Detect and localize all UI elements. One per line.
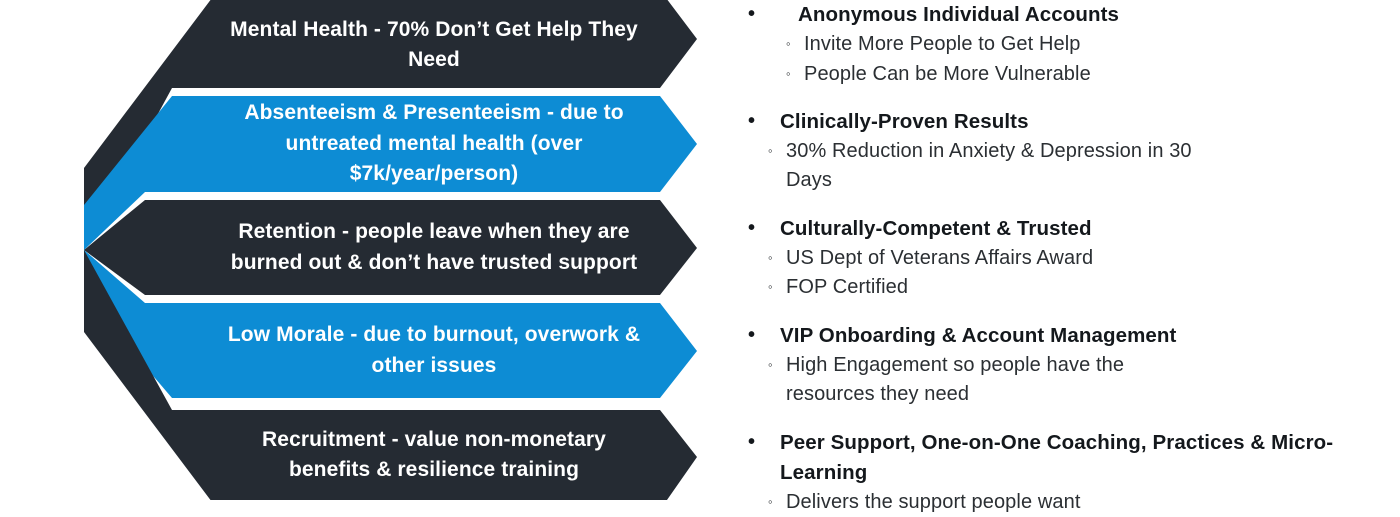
- bullet-dot-icon: •: [748, 109, 756, 132]
- bullet-ring-icon: ◦: [768, 356, 773, 372]
- bullet-dot-icon: •: [748, 216, 756, 239]
- bullet-ring-icon: ◦: [786, 65, 791, 81]
- list-group-anonymous-individual-accounts: • Anonymous Individual Accounts ◦ Invite…: [748, 0, 1400, 89]
- bullet-dot-icon: •: [748, 323, 756, 346]
- list-item-sub-text: Invite More People to Get Help: [804, 33, 1081, 56]
- list-item-heading-text: Culturally-Competent & Trusted: [780, 216, 1092, 240]
- bullet-dot-icon: •: [748, 3, 756, 25]
- list-item-sub[interactable]: ◦ FOP Certified: [748, 273, 1400, 302]
- list-item-heading[interactable]: • VIP Onboarding & Account Management: [748, 321, 1400, 351]
- list-item-sub-text: US Dept of Veterans Affairs Award: [786, 246, 1094, 269]
- list-item-sub[interactable]: ◦ People Can be More Vulnerable: [748, 60, 1400, 89]
- list-item-sub[interactable]: ◦ Delivers the support people want: [748, 488, 1400, 517]
- list-group-clinically-proven-results: • Clinically-Proven Results ◦ 30% Reduct…: [748, 107, 1400, 196]
- chevron-shape-3[interactable]: [84, 200, 697, 295]
- chevron-shape-5[interactable]: [84, 250, 697, 500]
- bullet-dot-icon: •: [748, 430, 756, 453]
- list-item-sub-text: 30% Reduction in Anxiety & Depression in…: [786, 140, 1192, 192]
- list-spacer: [748, 196, 1400, 214]
- bullet-ring-icon: ◦: [786, 36, 791, 52]
- list-group-peer-support-coaching: • Peer Support, One-on-One Coaching, Pra…: [748, 428, 1400, 517]
- list-item-sub-text: People Can be More Vulnerable: [804, 62, 1091, 85]
- list-spacer: [748, 410, 1400, 428]
- list-item-sub[interactable]: ◦ US Dept of Veterans Affairs Award: [748, 244, 1400, 273]
- bullet-ring-icon: ◦: [768, 249, 773, 265]
- chevron-shape-4[interactable]: [84, 250, 697, 398]
- list-spacer: [748, 303, 1400, 321]
- chevron-funnel-shapes: [84, 0, 697, 500]
- list-item-heading-text: Clinically-Proven Results: [780, 109, 1029, 133]
- list-item-sub[interactable]: ◦ High Engagement so people have the res…: [748, 351, 1400, 410]
- list-spacer: [748, 89, 1400, 107]
- chevron-funnel: Mental Health - 70% Don’t Get Help They …: [0, 0, 720, 500]
- benefits-list: • Anonymous Individual Accounts ◦ Invite…: [748, 0, 1400, 513]
- list-item-heading-text: Peer Support, One-on-One Coaching, Pract…: [780, 430, 1334, 484]
- chevron-shape-1[interactable]: [84, 0, 697, 250]
- list-item-sub-text: High Engagement so people have the resou…: [786, 353, 1125, 406]
- list-group-vip-onboarding-account-management: • VIP Onboarding & Account Management ◦ …: [748, 321, 1400, 410]
- list-item-sub[interactable]: ◦ 30% Reduction in Anxiety & Depression …: [748, 137, 1400, 196]
- bullet-ring-icon: ◦: [768, 143, 773, 159]
- list-item-heading-text: VIP Onboarding & Account Management: [780, 323, 1177, 347]
- bullet-ring-icon: ◦: [768, 279, 773, 295]
- list-item-sub-text: Delivers the support people want: [786, 490, 1081, 513]
- bullet-ring-icon: ◦: [768, 493, 773, 509]
- list-item-heading-text: Anonymous Individual Accounts: [798, 3, 1120, 26]
- list-item-heading[interactable]: • Clinically-Proven Results: [748, 107, 1400, 137]
- list-group-culturally-competent-trusted: • Culturally-Competent & Trusted ◦ US De…: [748, 214, 1400, 303]
- list-item-heading[interactable]: • Culturally-Competent & Trusted: [748, 214, 1400, 244]
- list-item-heading[interactable]: • Peer Support, One-on-One Coaching, Pra…: [748, 428, 1400, 488]
- list-item-heading[interactable]: • Anonymous Individual Accounts: [748, 0, 1400, 30]
- list-item-sub-text: FOP Certified: [786, 276, 909, 299]
- list-item-sub[interactable]: ◦ Invite More People to Get Help: [748, 30, 1400, 59]
- chevron-shape-2[interactable]: [84, 96, 697, 250]
